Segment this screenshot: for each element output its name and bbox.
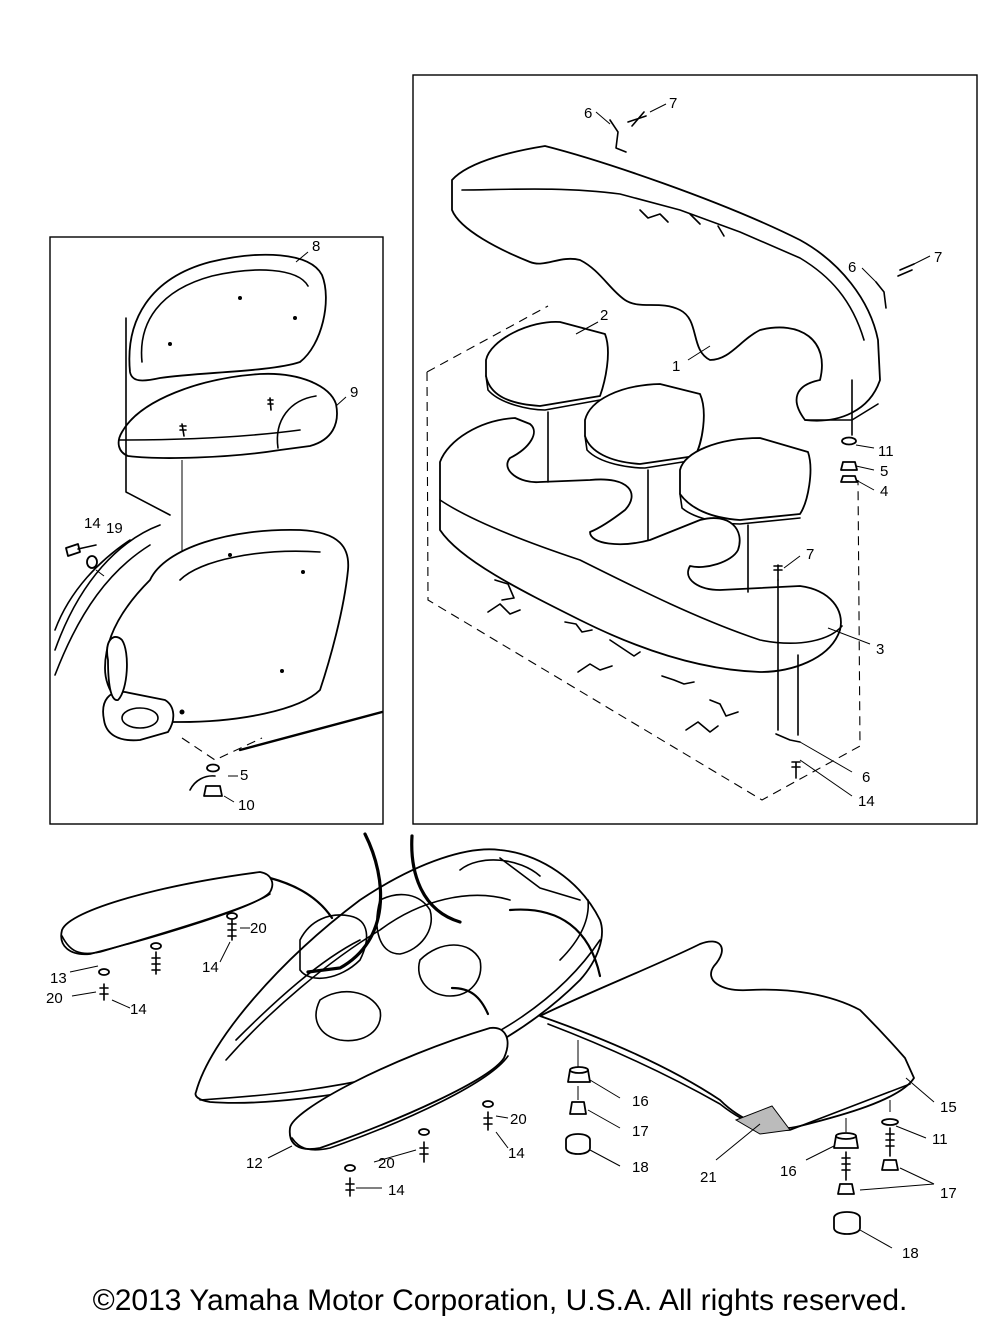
callout-14: 14 bbox=[130, 1001, 147, 1018]
callout-leaders bbox=[69, 103, 935, 1249]
callout-19: 19 bbox=[106, 520, 123, 537]
callout-20: 20 bbox=[250, 920, 267, 937]
callout-18: 18 bbox=[902, 1245, 919, 1262]
callout-12: 12 bbox=[246, 1155, 263, 1172]
callout-4: 4 bbox=[880, 483, 888, 500]
right-detail-box bbox=[412, 74, 978, 825]
callout-20: 20 bbox=[510, 1111, 527, 1128]
callout-20: 20 bbox=[46, 990, 63, 1007]
boat-assembly bbox=[60, 832, 915, 1235]
callout-2: 2 bbox=[600, 307, 608, 324]
callout-6: 6 bbox=[584, 105, 592, 122]
callout-3: 3 bbox=[876, 641, 884, 658]
callout-7: 7 bbox=[669, 95, 677, 112]
callout-18: 18 bbox=[632, 1159, 649, 1176]
callout-14: 14 bbox=[202, 959, 219, 976]
callout-11: 11 bbox=[878, 443, 894, 460]
callout-labels: 8 9 14 19 5 10 6 7 6 7 2 1 11 5 4 7 3 6 … bbox=[46, 95, 957, 1262]
callout-5: 5 bbox=[240, 767, 248, 784]
callout-20: 20 bbox=[378, 1155, 395, 1172]
callout-16: 16 bbox=[632, 1093, 649, 1110]
callout-17: 17 bbox=[632, 1123, 649, 1140]
callout-10: 10 bbox=[238, 797, 255, 814]
left-detail-box bbox=[49, 236, 384, 825]
callout-14: 14 bbox=[858, 793, 875, 810]
callout-8: 8 bbox=[312, 238, 320, 255]
callout-21: 21 bbox=[700, 1169, 717, 1186]
callout-16: 16 bbox=[780, 1163, 797, 1180]
callout-14: 14 bbox=[84, 515, 101, 532]
callout-6: 6 bbox=[862, 769, 870, 786]
callout-11: 11 bbox=[932, 1131, 948, 1148]
callout-7: 7 bbox=[934, 249, 942, 266]
callout-15: 15 bbox=[940, 1099, 957, 1116]
callout-7: 7 bbox=[806, 546, 814, 563]
callout-5: 5 bbox=[880, 463, 888, 480]
callout-14: 14 bbox=[508, 1145, 525, 1162]
callout-6: 6 bbox=[848, 259, 856, 276]
callout-1: 1 bbox=[672, 358, 680, 375]
callout-17: 17 bbox=[940, 1185, 957, 1202]
copyright-notice: ©2013 Yamaha Motor Corporation, U.S.A. A… bbox=[92, 1284, 908, 1317]
callout-13: 13 bbox=[50, 970, 67, 987]
callout-14: 14 bbox=[388, 1182, 405, 1199]
callout-9: 9 bbox=[350, 384, 358, 401]
